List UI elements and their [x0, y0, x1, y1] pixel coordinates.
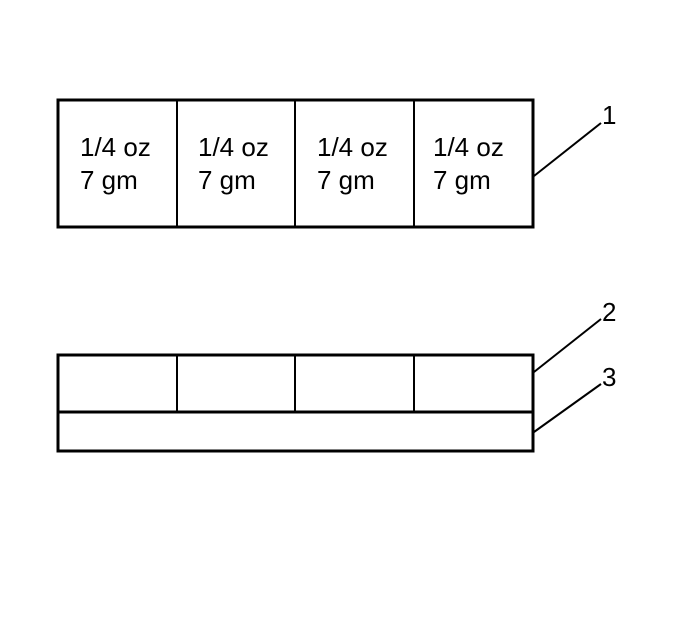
weight-segment: 1/4 oz 7 gm	[198, 132, 269, 195]
segment-gm-label: 7 gm	[433, 165, 491, 195]
segment-gm-label: 7 gm	[317, 165, 375, 195]
callout-1-label: 1	[602, 100, 616, 130]
weight-segment: 1/4 oz 7 gm	[317, 132, 388, 195]
weight-strip-side-view	[56, 353, 535, 453]
weight-strip-top: 1/4 oz 7 gm 1/4 oz 7 gm 1/4 oz 7 gm 1/4 …	[56, 98, 535, 229]
weight-segment: 1/4 oz 7 gm	[433, 132, 504, 195]
segment-oz-label: 1/4 oz	[317, 132, 388, 162]
adhesive-backing-layer	[56, 410, 535, 453]
segment-oz-label: 1/4 oz	[80, 132, 151, 162]
callout-2-leader	[533, 318, 602, 373]
segment-oz-label: 1/4 oz	[198, 132, 269, 162]
weight-segment: 1/4 oz 7 gm	[80, 132, 151, 195]
segment-oz-label: 1/4 oz	[433, 132, 504, 162]
callout-3-label: 3	[602, 362, 616, 392]
callout-1-leader	[533, 122, 602, 177]
callout-2-label: 2	[602, 297, 616, 327]
segment-gm-label: 7 gm	[80, 165, 138, 195]
callout-3-leader	[533, 383, 602, 433]
segment-gm-label: 7 gm	[198, 165, 256, 195]
